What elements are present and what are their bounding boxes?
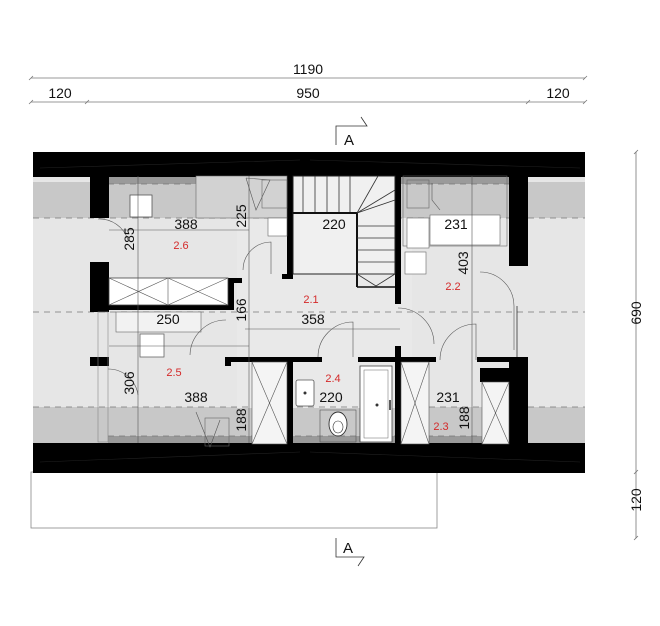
- interior-dimensions: 388 285 225 220 231 403 358 166 250 306 …: [121, 204, 472, 432]
- room-label-2-2: 2.2: [445, 281, 460, 293]
- room-label-2-6: 2.6: [173, 240, 188, 252]
- dim-r22-width: 231: [444, 216, 468, 232]
- room-numbers: 2.6 2.1 2.2 2.5 2.4 2.3: [166, 240, 460, 433]
- dim-r23-low: 188: [456, 406, 472, 430]
- furniture-room-2-5: [97, 311, 230, 448]
- dim-r23-width: 231: [436, 389, 460, 405]
- dim-stair-width: 220: [322, 216, 346, 232]
- room-label-2-3: 2.3: [433, 421, 448, 433]
- dim-corridor-depth: 166: [233, 298, 249, 322]
- section-label-top: A: [344, 132, 354, 149]
- room-label-2-5: 2.5: [166, 367, 181, 379]
- room-label-2-1: 2.1: [303, 294, 318, 306]
- walls: [33, 152, 585, 473]
- section-marker-top: A: [335, 116, 368, 149]
- right-dimensions: 690 120: [628, 149, 644, 541]
- staircase: [292, 175, 396, 288]
- bathroom-fixtures: [295, 307, 435, 443]
- room-label-2-4: 2.4: [325, 373, 340, 385]
- top-dimensions: 1190 120 950 120: [28, 61, 588, 105]
- dim-overall-depth: 690: [628, 301, 644, 325]
- dim-r25-width: 388: [184, 389, 208, 405]
- wardrobe-left: [108, 277, 229, 306]
- dim-r22-depth: 403: [455, 251, 471, 275]
- dim-corridor-width: 358: [301, 311, 325, 327]
- terrace-outline: [30, 471, 438, 529]
- dim-r26-width: 388: [174, 216, 198, 232]
- dim-left-overhang: 120: [48, 85, 72, 101]
- furniture-room-2-6: [97, 175, 288, 274]
- dim-overall-width: 1190: [293, 61, 323, 77]
- roof-hatching: [39, 159, 581, 463]
- dim-r24-width: 220: [319, 389, 343, 405]
- dim-r26-side: 225: [233, 204, 249, 228]
- wardrobe-bath-left: [251, 361, 288, 445]
- wardrobe-room-2-3: [400, 323, 510, 445]
- dim-wardrobe-width: 250: [156, 311, 180, 327]
- reference-lines: [109, 176, 473, 443]
- section-marker-bottom: A: [335, 538, 365, 567]
- dim-r26-depth: 285: [121, 227, 137, 251]
- dim-r25-low: 188: [233, 408, 249, 432]
- section-label-bottom: A: [343, 540, 353, 557]
- dim-right-overhang: 120: [546, 85, 570, 101]
- dim-r25-depth: 306: [121, 371, 137, 395]
- dim-bottom-overhang: 120: [628, 488, 644, 512]
- dim-inner-width: 950: [296, 85, 320, 101]
- furniture-room-2-2: [402, 175, 518, 357]
